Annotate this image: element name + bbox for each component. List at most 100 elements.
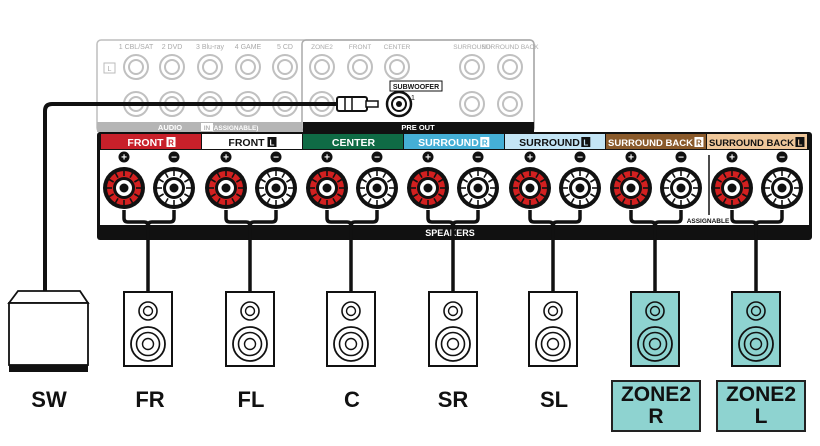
audio-input-label-3: 3 Blu-ray (196, 44, 225, 51)
tweeter-icon (240, 301, 260, 321)
channel-header-text: FRONT (228, 137, 265, 149)
plus-marker: + (422, 151, 434, 164)
speaker-cable-6 (629, 210, 683, 292)
speaker-label-sr: SR (437, 387, 469, 412)
speaker-cabinet-5 (528, 291, 578, 367)
channel-badge: L (270, 139, 275, 148)
svg-text:+: + (223, 153, 229, 164)
woofer-icon (535, 326, 571, 362)
receiver-top-panel (96, 39, 535, 133)
svg-text:−: − (475, 153, 481, 164)
woofer-icon (637, 326, 673, 362)
minus-marker: − (168, 151, 180, 164)
positive-terminal (610, 167, 652, 209)
terminal-pair-5: +− (509, 151, 601, 209)
tweeter-icon (341, 301, 361, 321)
plus-marker: + (118, 151, 130, 164)
woofer-icon (232, 326, 268, 362)
terminal-pair-6: +− (610, 151, 702, 209)
speaker-cable-5 (528, 210, 582, 292)
channel-badge-box (480, 137, 490, 147)
tweeter-icon (746, 301, 766, 321)
svg-text:−: − (678, 153, 684, 164)
l-row-marker: L (103, 62, 116, 74)
channel-header-text: SURROUND BACK (709, 138, 794, 149)
negative-terminal (457, 167, 499, 209)
positive-terminal (509, 167, 551, 209)
svg-text:+: + (527, 153, 533, 164)
woofer-icon (333, 326, 369, 362)
svg-text:−: − (374, 153, 380, 164)
positive-terminal (103, 167, 145, 209)
terminal-pair-4: +− (407, 151, 499, 209)
speaker-cable-4 (426, 210, 480, 292)
plus-marker: + (726, 151, 738, 164)
plus-marker: + (220, 151, 232, 164)
svg-text:+: + (324, 153, 330, 164)
channel-badge-box (267, 137, 277, 147)
speaker-label-zone2-l: ZONE2 L (716, 380, 806, 432)
channel-header-text: CENTER (332, 137, 376, 149)
channel-header-text: SURROUND (418, 137, 479, 149)
channel-badge-box (795, 137, 805, 147)
plus-marker: + (524, 151, 536, 164)
svg-text:−: − (171, 153, 177, 164)
channel-header-text: FRONT (127, 137, 164, 149)
speaker-cabinet-4 (428, 291, 478, 367)
channel-badge-box (581, 137, 591, 147)
minus-marker: − (270, 151, 282, 164)
svg-text:PRE OUT: PRE OUT (401, 123, 435, 132)
speaker-label-fr: FR (135, 387, 165, 412)
tweeter-icon (543, 301, 563, 321)
channel-badge-box (166, 137, 176, 147)
speakers-label: SPEAKERS (425, 228, 475, 238)
plus-marker: + (321, 151, 333, 164)
negative-terminal (761, 167, 803, 209)
preout-label-surround-back: SURROUND BACK (481, 44, 539, 51)
subwoofer-label: SUBWOOFER (393, 84, 439, 91)
speaker-cabinet-6 (630, 291, 680, 367)
speaker-cabinet-1 (123, 291, 173, 367)
svg-text:(ASSIGNABLE): (ASSIGNABLE) (212, 125, 259, 132)
svg-text:+: + (628, 153, 634, 164)
svg-text:−: − (577, 153, 583, 164)
negative-terminal (356, 167, 398, 209)
speaker-cabinet-7 (731, 291, 781, 367)
channel-badge: R (482, 139, 488, 148)
zone2-l-line1: ZONE2 (725, 383, 796, 406)
audio-in-bar: AUDIO IN (ASSIGNABLE) (97, 122, 302, 132)
svg-text:L: L (108, 66, 112, 73)
audio-input-label-2: 2 DVD (162, 44, 183, 51)
speaker-label-sw: SW (31, 387, 67, 412)
positive-terminal (306, 167, 348, 209)
terminal-pair-3: +− (306, 151, 398, 209)
plus-marker: + (625, 151, 637, 164)
svg-text:IN: IN (204, 125, 211, 132)
channel-header-text: SURROUND (519, 137, 580, 149)
speaker-label-sl: SL (539, 387, 569, 412)
svg-text:+: + (425, 153, 431, 164)
tweeter-icon (443, 301, 463, 321)
subwoofer-jack: SUBWOOFER 1 (385, 80, 443, 118)
preout-label-surround: SURROUND (453, 44, 491, 51)
zone2-r-line2: R (648, 405, 664, 428)
minus-marker: − (675, 151, 687, 164)
channel-badge: R (696, 139, 702, 148)
preout-label-center: CENTER (384, 44, 411, 51)
positive-terminal (205, 167, 247, 209)
svg-text:+: + (121, 153, 127, 164)
svg-text:−: − (779, 153, 785, 164)
minus-marker: − (776, 151, 788, 164)
terminal-pair-2: +− (205, 151, 297, 209)
woofer-icon (435, 326, 471, 362)
svg-text:AUDIO: AUDIO (158, 123, 182, 132)
audio-input-label-4: 4 GAME (235, 44, 262, 51)
positive-terminal (711, 167, 753, 209)
speaker-label-zone2-r: ZONE2 R (611, 380, 701, 432)
positive-terminal (407, 167, 449, 209)
